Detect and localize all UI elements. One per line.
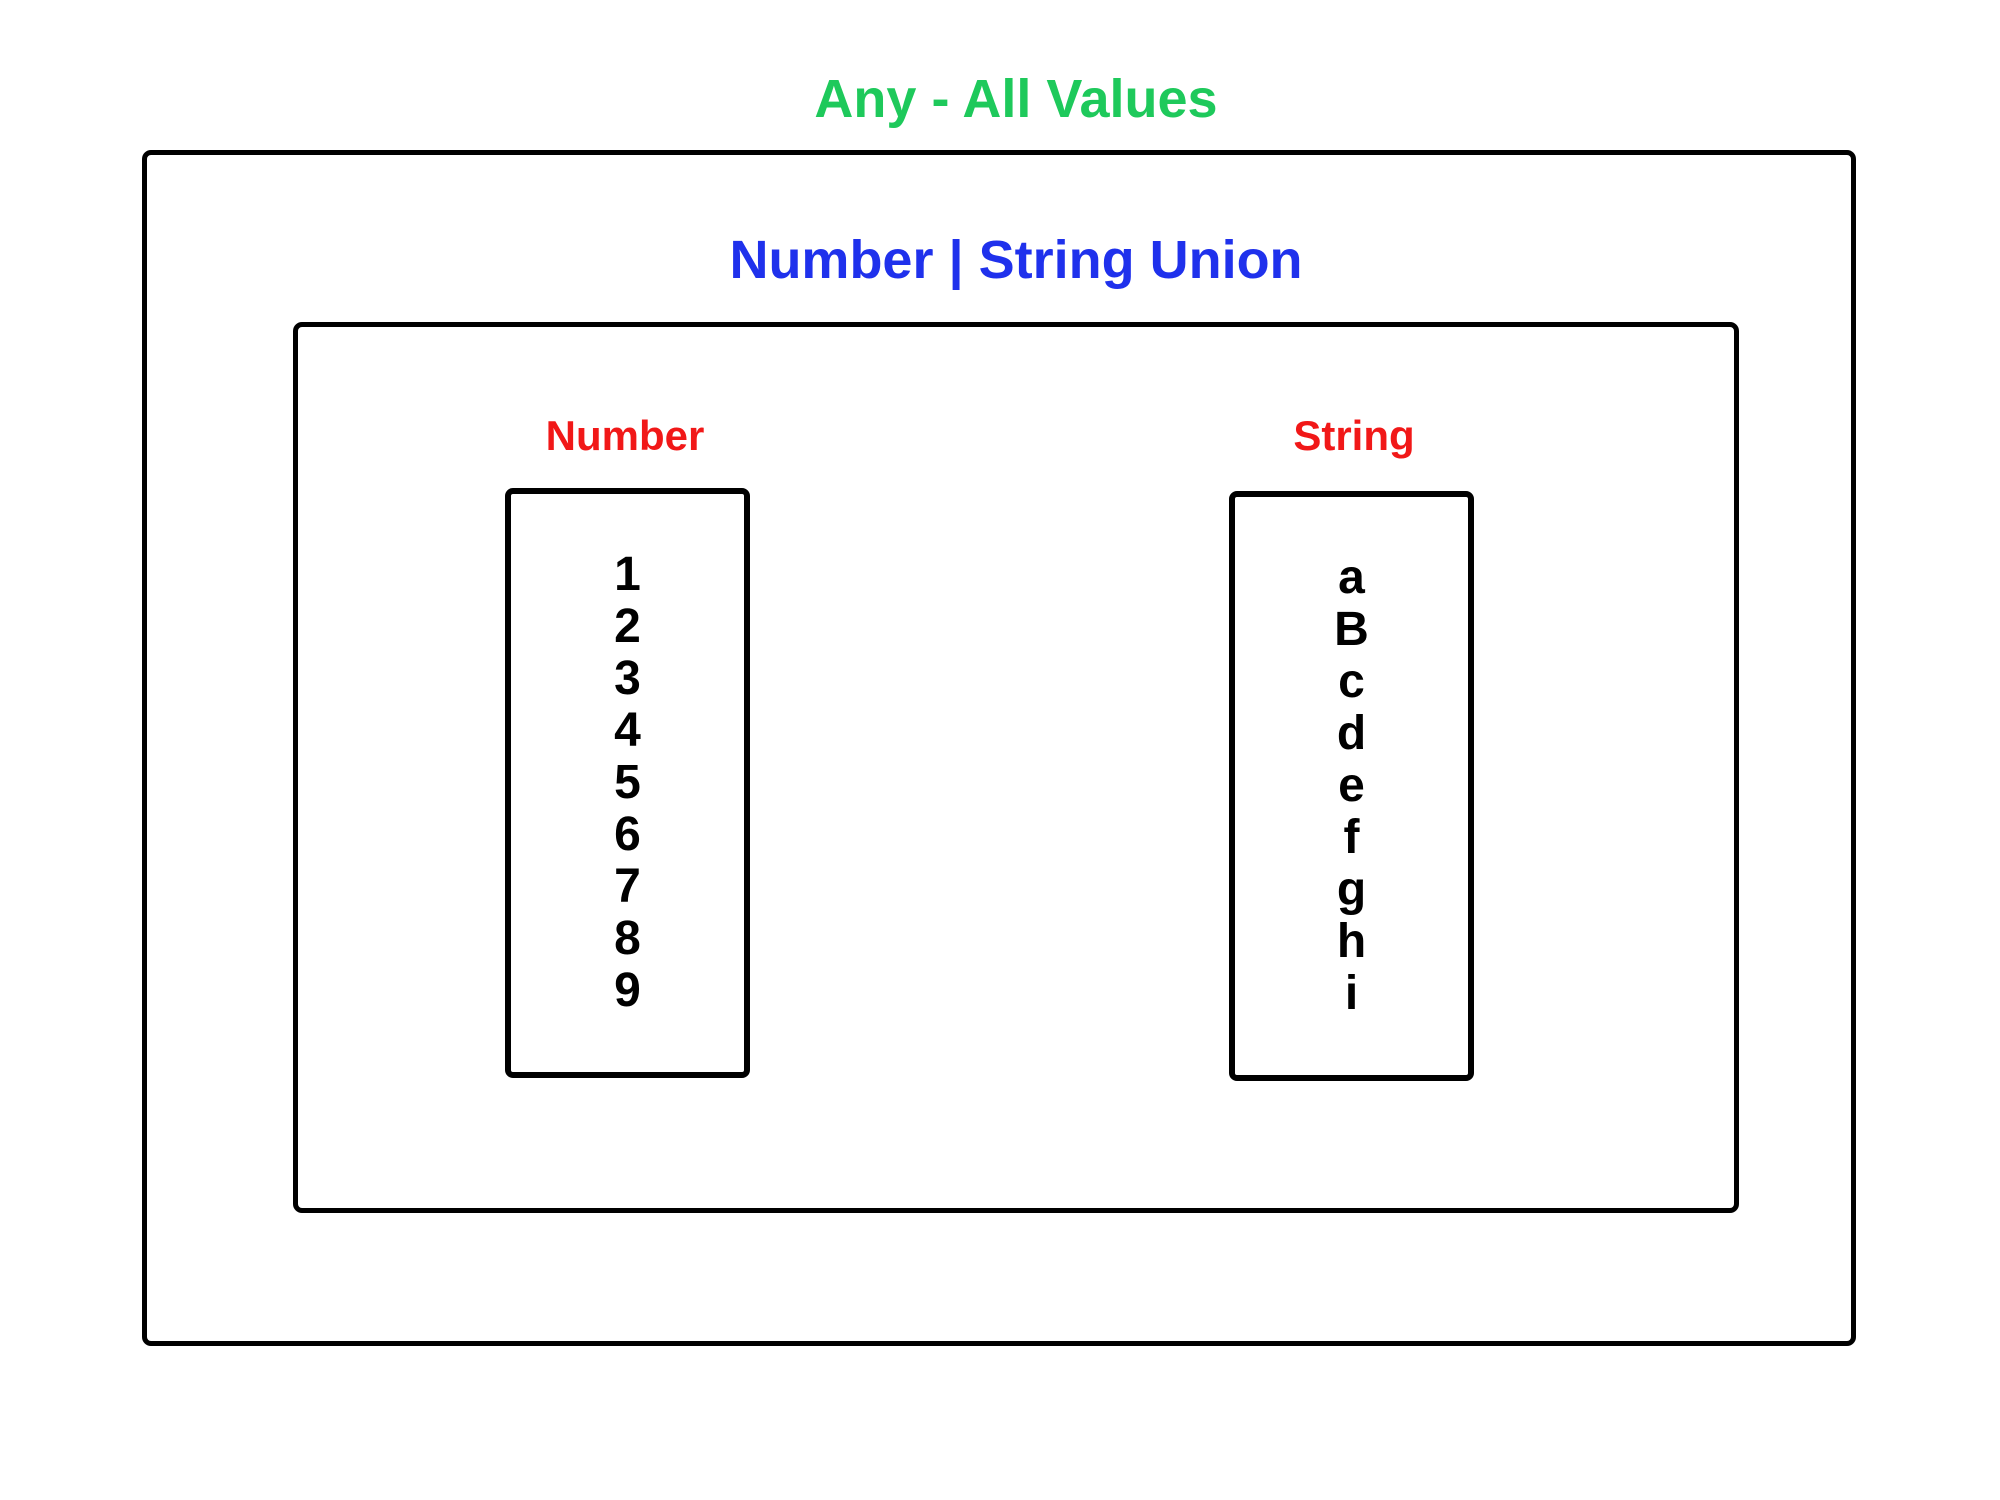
value-item: 4 — [614, 704, 641, 757]
value-item: B — [1334, 603, 1369, 656]
value-item: 7 — [614, 860, 641, 913]
value-item: 1 — [614, 548, 641, 601]
value-item: a — [1338, 551, 1365, 604]
value-item: 5 — [614, 756, 641, 809]
value-item: f — [1343, 811, 1360, 864]
value-item: 3 — [614, 652, 641, 705]
value-item: 9 — [614, 964, 641, 1017]
union-title: Number | String Union — [729, 230, 1303, 290]
string-set-label: String — [1293, 412, 1415, 459]
value-item: d — [1336, 707, 1367, 760]
value-item: 8 — [614, 912, 641, 965]
value-item: c — [1338, 655, 1365, 708]
any-title: Any - All Values — [814, 69, 1218, 129]
value-item: 2 — [614, 600, 641, 653]
value-item: i — [1344, 967, 1359, 1020]
number-set-label: Number — [545, 412, 705, 459]
value-item: g — [1336, 863, 1367, 916]
value-item: h — [1336, 915, 1367, 968]
value-item: 6 — [614, 808, 641, 861]
value-item: e — [1338, 759, 1365, 812]
